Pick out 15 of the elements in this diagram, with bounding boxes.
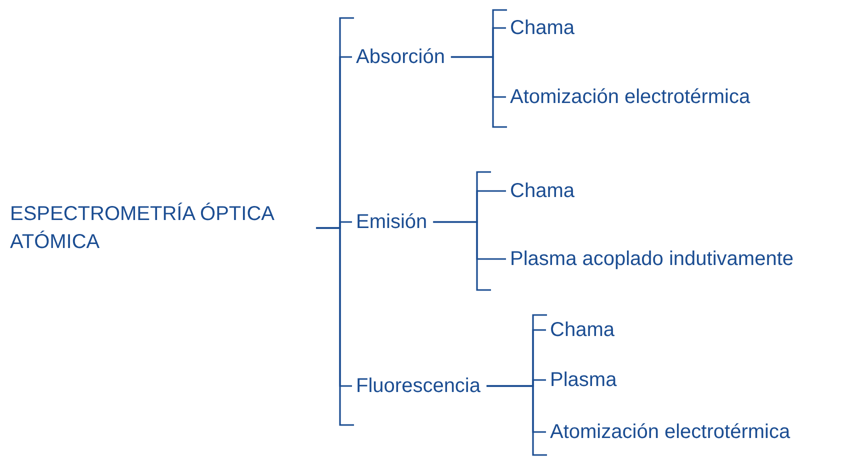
node-label: Fluorescencia <box>356 372 481 400</box>
connector-line <box>450 56 506 98</box>
node-label: Atomización electrotérmica <box>510 83 750 111</box>
node-label: Chama <box>510 177 574 205</box>
connector-line <box>486 385 546 433</box>
node-label: Chama <box>510 14 574 42</box>
node-label: Atomización electrotérmica <box>550 418 790 446</box>
connector-line <box>316 227 352 387</box>
node-label: Plasma acoplado indutivamente <box>510 245 794 273</box>
node-label: ESPECTROMETRÍA ÓPTICA ATÓMICA <box>10 200 310 256</box>
node-label: Absorción <box>356 43 445 71</box>
node-label: Emisión <box>356 208 428 236</box>
node-label: Plasma <box>550 366 617 394</box>
connector-line <box>433 221 506 260</box>
node-label: Chama <box>550 316 614 344</box>
